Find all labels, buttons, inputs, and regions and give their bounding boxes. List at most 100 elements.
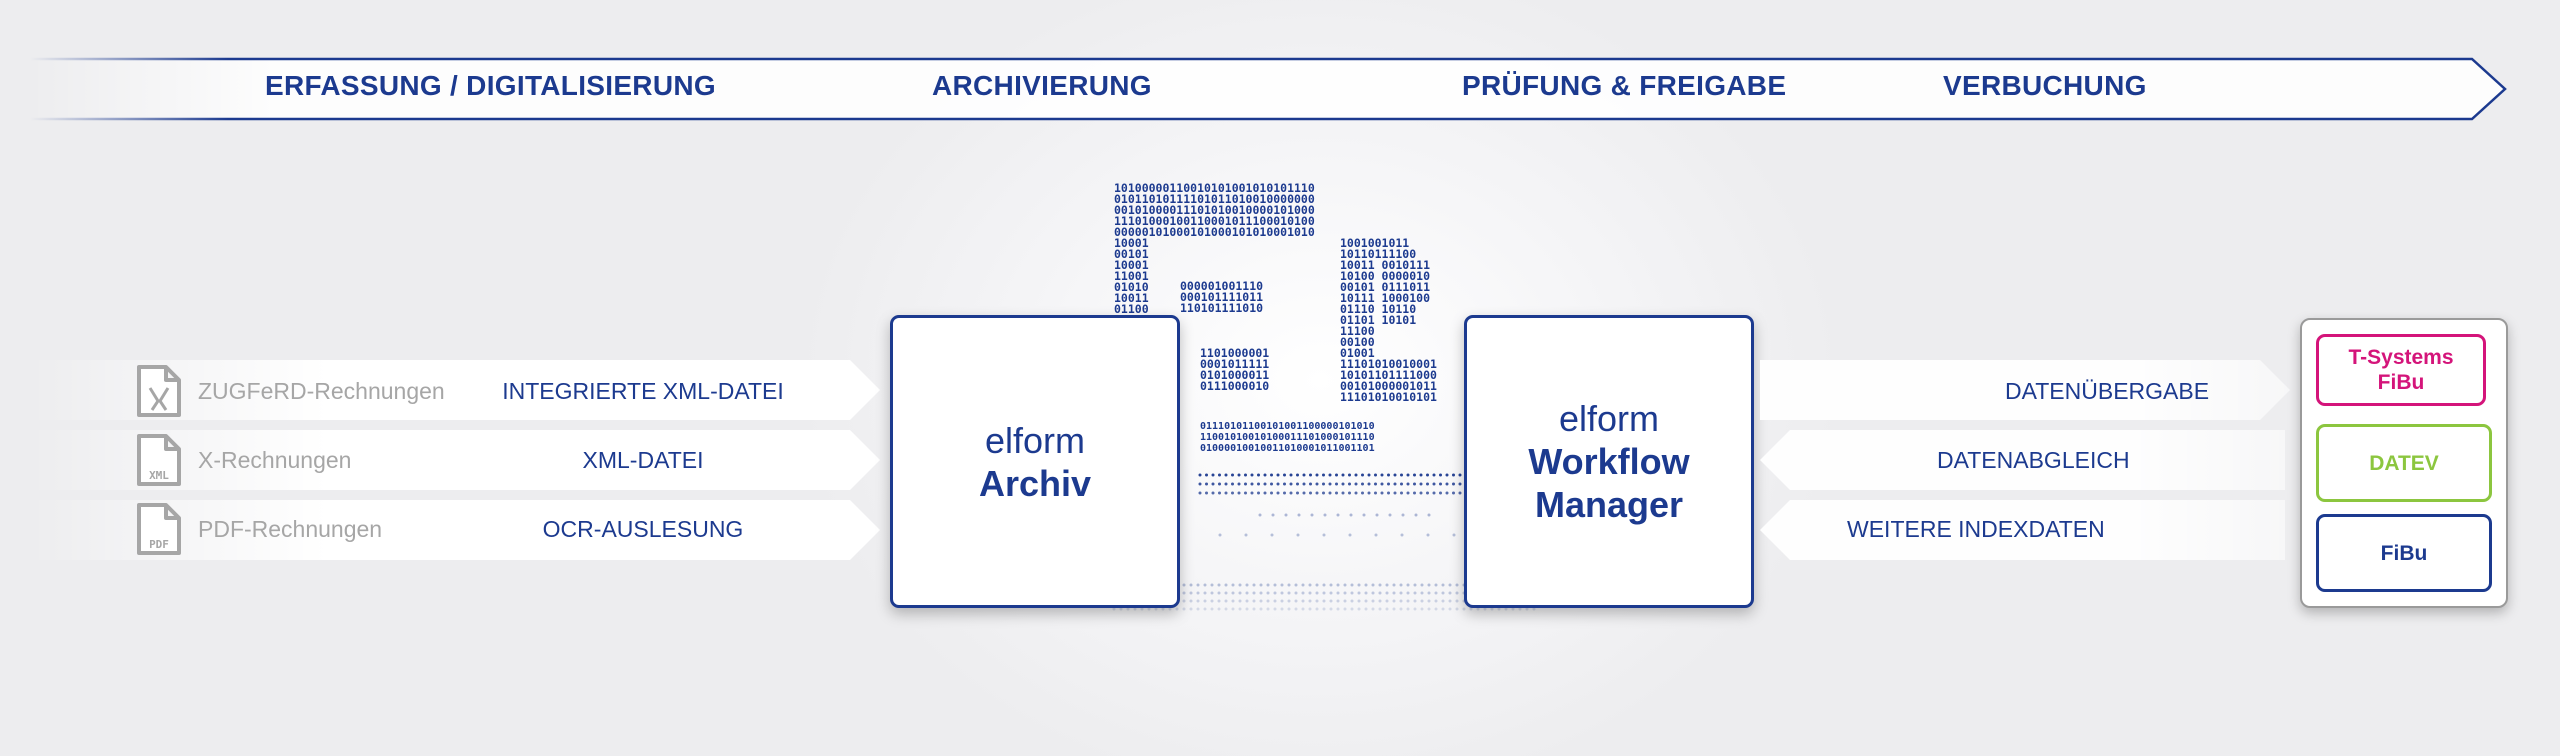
workflow-brand: elform (1558, 398, 1660, 439)
binary-dot (1231, 482, 1234, 486)
binary-dot (1393, 482, 1397, 486)
svg-text:0001011111: 0001011111 (1200, 357, 1269, 371)
binary-dot (1218, 482, 1221, 486)
binary-dot (1426, 482, 1429, 486)
binary-dot (1328, 473, 1332, 477)
binary-dot (1419, 473, 1423, 477)
elform-archiv-box[interactable]: elform Archiv (890, 315, 1180, 608)
binary-dot (1413, 607, 1417, 611)
binary-dot (1343, 591, 1347, 595)
binary-dot (1263, 491, 1267, 495)
binary-dot (1182, 599, 1186, 603)
binary-dot (1413, 583, 1417, 587)
binary-dot (1244, 482, 1247, 486)
svg-text:01110 10110: 01110 10110 (1340, 302, 1416, 316)
binary-dot (1210, 591, 1214, 595)
binary-dot (1420, 599, 1424, 603)
svg-text:1101000001: 1101000001 (1200, 346, 1269, 360)
binary-dot (1259, 583, 1263, 587)
svg-text:11001010010100011101000101110: 11001010010100011101000101110 (1200, 432, 1375, 443)
svg-text:00101 0111011: 00101 0111011 (1340, 280, 1430, 294)
binary-dot (1245, 607, 1249, 611)
target-t-systems-fibu[interactable]: T-Systems FiBu (2316, 334, 2486, 406)
binary-dot (1161, 607, 1165, 611)
binary-dot (1189, 599, 1193, 603)
binary-dot (1294, 607, 1298, 611)
output-data-transfer: DATENÜBERGABE (2005, 378, 2210, 404)
binary-dot (1504, 607, 1508, 611)
binary-dot (1203, 599, 1207, 603)
binary-dot (1284, 513, 1288, 517)
svg-text:11100: 11100 (1340, 324, 1375, 338)
binary-dot (1452, 533, 1456, 537)
binary-dot (1350, 607, 1354, 611)
binary-dot (1259, 607, 1263, 611)
accounting-targets-panel: T-Systems FiBu DATEV FiBu (2300, 318, 2508, 608)
binary-dot (1289, 473, 1293, 477)
binary-dot (1289, 482, 1293, 486)
binary-dot (1399, 583, 1403, 587)
binary-dot (1458, 491, 1462, 495)
binary-dot (1276, 473, 1280, 477)
binary-dot (1343, 583, 1347, 587)
binary-dot (1434, 591, 1438, 595)
binary-dot (1289, 491, 1293, 495)
binary-dot (1273, 591, 1277, 595)
binary-dot (1273, 599, 1277, 603)
target-datev[interactable]: DATEV (2316, 424, 2492, 502)
binary-dot (1266, 599, 1270, 603)
binary-dot (1287, 583, 1291, 587)
svg-text:0101000011: 0101000011 (1200, 368, 1269, 382)
binary-dot (1250, 473, 1254, 477)
binary-dot (1301, 591, 1305, 595)
binary-dot (1361, 473, 1364, 477)
binary-dot (1364, 591, 1368, 595)
binary-dot (1364, 583, 1368, 587)
process-arrow (30, 57, 2507, 121)
binary-dot (1270, 473, 1273, 477)
svg-text:00101000001011: 00101000001011 (1340, 379, 1437, 393)
binary-dot (1276, 482, 1280, 486)
binary-dot (1388, 513, 1392, 517)
binary-dot (1329, 599, 1333, 603)
binary-dot (1406, 473, 1410, 477)
binary-dot (1452, 482, 1455, 486)
binary-dot (1341, 482, 1345, 486)
binary-dot (1309, 482, 1312, 486)
binary-dot (1445, 491, 1449, 495)
binary-dot (1455, 607, 1459, 611)
binary-dot (1315, 599, 1319, 603)
binary-dot (1224, 607, 1228, 611)
binary-dot (1270, 482, 1273, 486)
binary-dot (1357, 591, 1361, 595)
binary-dot (1231, 583, 1235, 587)
binary-dot (1302, 482, 1306, 486)
binary-dot (1434, 583, 1438, 587)
binary-dot (1400, 533, 1404, 537)
elform-workflow-manager-box[interactable]: elform Workflow Manager (1464, 315, 1754, 608)
binary-dot (1406, 482, 1410, 486)
binary-dot (1434, 599, 1438, 603)
binary-dot (1374, 482, 1377, 486)
binary-dot (1196, 599, 1200, 603)
binary-dot (1287, 607, 1291, 611)
svg-text:1001001011: 1001001011 (1340, 236, 1409, 250)
binary-dot (1140, 607, 1144, 611)
target-fibu[interactable]: FiBu (2316, 514, 2492, 592)
binary-dot (1168, 607, 1172, 611)
binary-dot (1294, 599, 1298, 603)
binary-dot (1231, 591, 1235, 595)
binary-dot (1322, 482, 1325, 486)
binary-dot (1400, 473, 1403, 477)
binary-dot (1439, 482, 1442, 486)
svg-text:01101 10101: 01101 10101 (1340, 313, 1416, 327)
svg-text:01001: 01001 (1340, 346, 1375, 360)
svg-text:0111000010: 0111000010 (1200, 379, 1269, 393)
binary-dot (1532, 607, 1536, 611)
binary-dot (1309, 491, 1312, 495)
binary-dot (1287, 591, 1291, 595)
binary-dot (1469, 607, 1473, 611)
phase-capture: ERFASSUNG / DIGITALISIERUNG (265, 70, 716, 101)
binary-dot (1237, 473, 1241, 477)
binary-dot (1371, 591, 1375, 595)
